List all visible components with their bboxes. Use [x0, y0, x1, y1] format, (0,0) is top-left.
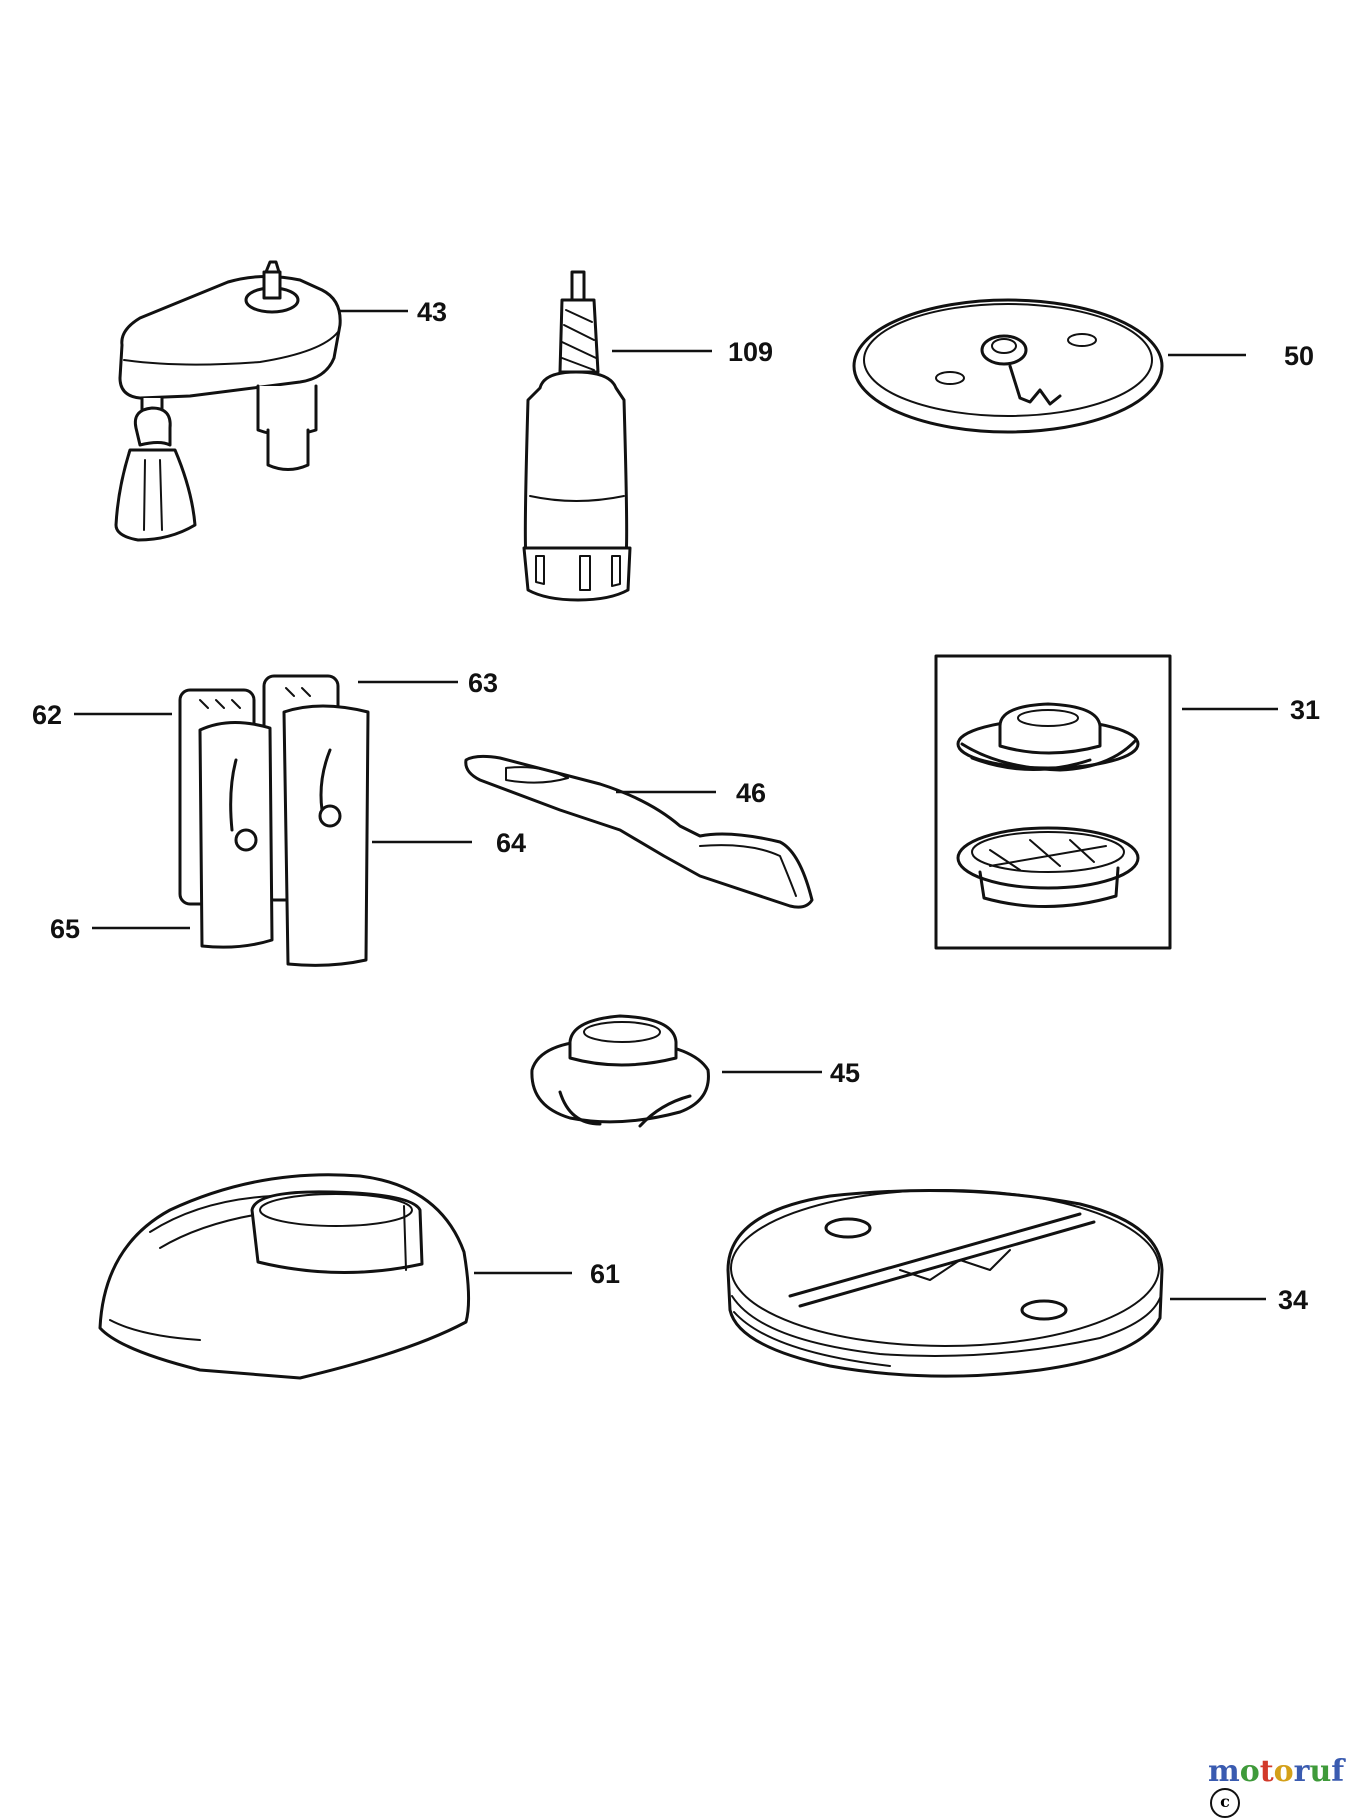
watermark-letter: m — [1208, 1754, 1240, 1789]
watermark-letter: o — [1273, 1754, 1294, 1789]
watermark-letter: t — [1259, 1754, 1274, 1789]
blade-inserts-drawing — [178, 674, 370, 967]
label-part-43: 43 — [417, 297, 448, 327]
spatula-drawing — [464, 754, 814, 909]
box-31 — [934, 654, 1172, 950]
label-part-63: 63 — [468, 668, 499, 698]
lid-disc-drawing — [852, 298, 1164, 434]
motor-shaft-drawing — [522, 270, 632, 602]
drive-head-drawing — [114, 260, 342, 542]
label-part-46: 46 — [736, 778, 767, 808]
label-part-109: 109 — [728, 337, 774, 367]
whisk-disc-drawing — [956, 826, 1140, 908]
watermark-letter: r — [1293, 1754, 1310, 1789]
label-part-50: 50 — [1284, 341, 1315, 371]
watermark-text: motoruf — [1208, 1757, 1344, 1787]
slicing-disc-drawing — [726, 1189, 1164, 1378]
label-part-64: 64 — [496, 828, 527, 858]
dome-cover-drawing — [98, 1173, 471, 1380]
hub-ring-drawing — [530, 1014, 710, 1128]
watermark-circle-mark: c — [1210, 1788, 1240, 1818]
label-part-61: 61 — [590, 1259, 621, 1289]
watermark-letter: f — [1331, 1754, 1345, 1789]
label-part-65: 65 — [50, 914, 81, 944]
emulsifier-drawing — [956, 702, 1140, 772]
motoruf-watermark: motorufc — [1208, 1757, 1369, 1818]
watermark-letter: o — [1239, 1754, 1260, 1789]
label-part-31: 31 — [1290, 695, 1321, 725]
label-part-62: 62 — [32, 700, 63, 730]
label-part-45: 45 — [830, 1058, 861, 1088]
label-part-34: 34 — [1278, 1285, 1309, 1315]
watermark-letter: u — [1309, 1754, 1332, 1789]
